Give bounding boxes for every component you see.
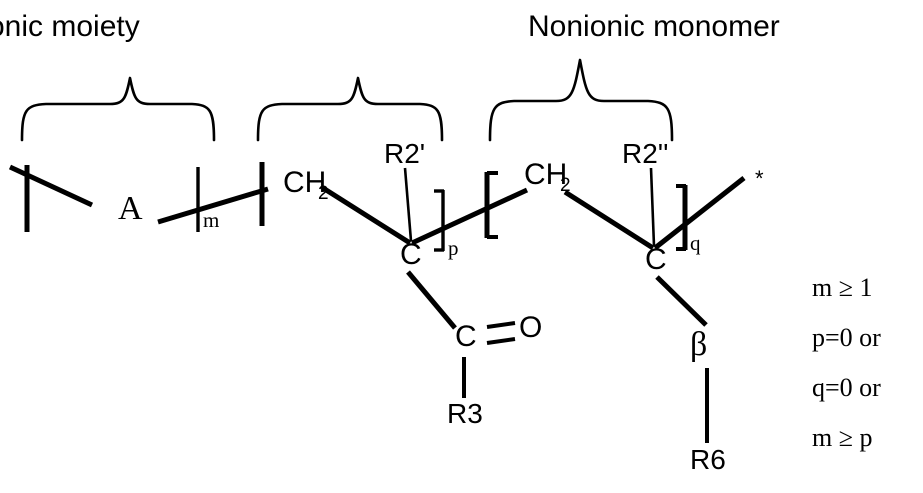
label-r3: R3 bbox=[447, 398, 483, 429]
subscript-q: q bbox=[690, 231, 701, 255]
brace-title-anionic: onic moiety bbox=[0, 10, 140, 43]
subscript-ch2-q: 2 bbox=[560, 175, 571, 196]
label-beta: β bbox=[690, 326, 708, 363]
label-terminus-asterisk: * bbox=[755, 166, 764, 191]
bond-a-to-m bbox=[157, 186, 269, 225]
atom-label-c-p: C bbox=[400, 238, 422, 271]
atom-label-carbonyl-o: O bbox=[519, 311, 543, 344]
condition-line-3: q=0 or bbox=[812, 373, 881, 402]
bond-cp-to-ch2q bbox=[410, 187, 529, 246]
atom-label-c-q: C bbox=[645, 243, 667, 276]
bond-cp-to-carbonyl bbox=[406, 270, 457, 330]
atom-label-ch2-p: CH bbox=[283, 166, 327, 199]
label-r2-double-prime: R2'' bbox=[622, 138, 669, 169]
brace-anionic bbox=[20, 76, 216, 142]
subscript-m: m bbox=[203, 208, 220, 232]
label-r6: R6 bbox=[690, 444, 726, 475]
bond-carbonyl-double-lower bbox=[486, 337, 516, 345]
subscript-ch2-p: 2 bbox=[318, 183, 329, 204]
condition-line-2: p=0 or bbox=[812, 323, 881, 352]
brace-title-nonionic: Nonionic monomer bbox=[528, 10, 780, 43]
bond-ch2q-to-cq bbox=[563, 189, 655, 251]
atom-label-carbonyl-c: C bbox=[455, 320, 477, 353]
bond-to-terminus bbox=[653, 176, 746, 250]
condition-line-4: m ≥ p bbox=[812, 423, 873, 452]
bond-r2dprime bbox=[649, 167, 656, 247]
brace-nonionic bbox=[488, 58, 674, 142]
bond-left-to-a bbox=[8, 164, 94, 208]
atom-label-ch2-q: CH bbox=[524, 158, 568, 191]
condition-line-1: m ≥ 1 bbox=[812, 273, 873, 302]
label-r2-prime: R2' bbox=[384, 138, 426, 169]
subscript-p: p bbox=[448, 236, 459, 260]
bond-cq-to-beta bbox=[655, 275, 708, 327]
bond-r2prime bbox=[403, 167, 413, 242]
bond-ch2-to-c-p bbox=[321, 185, 412, 246]
atom-label-a: A bbox=[118, 190, 143, 227]
brace-acrylic bbox=[256, 76, 444, 142]
bond-carbonyl-double-upper bbox=[486, 321, 516, 329]
